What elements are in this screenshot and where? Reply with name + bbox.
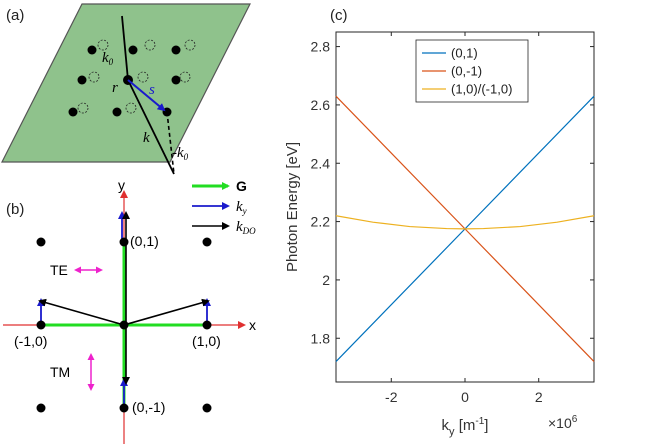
x-axis-title: ky [m-1] bbox=[442, 416, 489, 438]
r-label: r bbox=[112, 80, 118, 96]
x-tick-label: -2 bbox=[385, 389, 398, 405]
y-tick-label: 2.6 bbox=[311, 97, 331, 113]
panel-b: (b) x y bbox=[3, 177, 256, 444]
series-line-2 bbox=[335, 215, 595, 230]
legend-ky-label: ky bbox=[236, 199, 247, 216]
legend-label-0: (0,1) bbox=[451, 46, 478, 61]
y-axis-title: Photon Energy [eV] bbox=[284, 142, 301, 272]
panel-b-legend: G ky kDO bbox=[192, 178, 256, 236]
x-axis-label: x bbox=[249, 317, 256, 333]
x-multiplier: ×106 bbox=[548, 414, 578, 431]
legend-kdo-label: kDO bbox=[236, 219, 256, 236]
neg-k0-vector bbox=[166, 111, 175, 175]
reciprocal-points bbox=[36, 237, 212, 413]
legend-g-label: G bbox=[236, 178, 247, 194]
kdo-vectors bbox=[38, 211, 210, 385]
s-vector bbox=[127, 79, 166, 112]
panel-a: (a) bbox=[1, 3, 251, 175]
y-tick-label: 2.8 bbox=[311, 39, 331, 55]
neg-k0-label: -k0 bbox=[172, 145, 189, 162]
y-tick-label: 2.4 bbox=[311, 155, 331, 171]
panel-c-label: (c) bbox=[330, 7, 348, 24]
k-label: k bbox=[143, 130, 150, 146]
s-label: s bbox=[149, 82, 155, 98]
panel-a-label: (a) bbox=[6, 7, 24, 24]
legend-label-2: (1,0)/(-1,0) bbox=[451, 82, 512, 97]
point-label-0-1: (0,1) bbox=[130, 233, 159, 249]
legend-label-1: (0,-1) bbox=[451, 64, 482, 79]
x-tick-label: 2 bbox=[535, 389, 543, 405]
panel-b-label: (b) bbox=[6, 201, 24, 218]
y-axis-label: y bbox=[118, 177, 125, 193]
k0-label: k0 bbox=[102, 50, 114, 67]
y-tick-label: 2.2 bbox=[311, 214, 331, 230]
k-vector bbox=[127, 79, 175, 175]
x-tick-label: 0 bbox=[461, 389, 469, 405]
lattice-dots-dashed bbox=[77, 39, 196, 114]
y-tick-label: 2 bbox=[322, 272, 330, 288]
point-label-m1-0: (-1,0) bbox=[14, 333, 47, 349]
tm-label: TM bbox=[50, 364, 70, 380]
point-label-1-0: (1,0) bbox=[192, 333, 221, 349]
y-tick-label: 1.8 bbox=[311, 330, 331, 346]
point-label-0-m1: (0,-1) bbox=[132, 399, 165, 415]
k0-vector bbox=[121, 15, 129, 81]
te-label: TE bbox=[50, 262, 68, 278]
